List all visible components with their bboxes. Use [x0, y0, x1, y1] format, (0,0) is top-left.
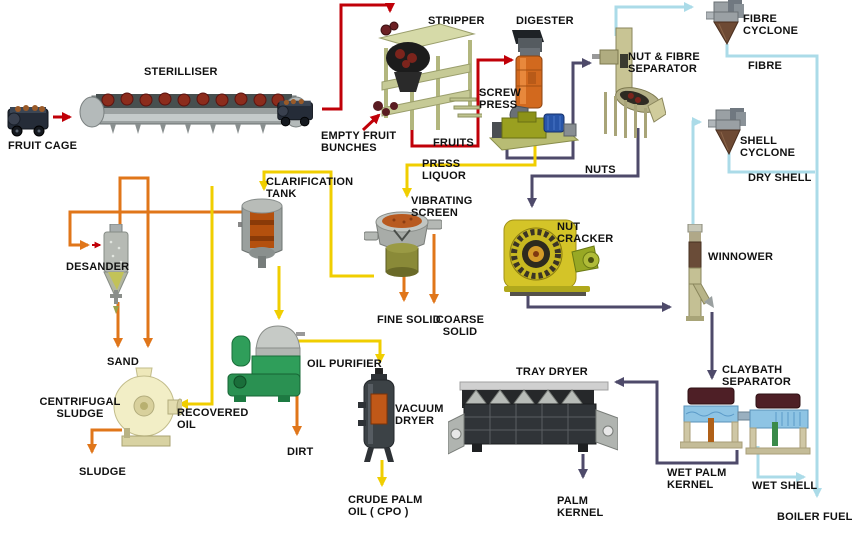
clarification-tank-graphic — [238, 198, 283, 268]
label-dirt: DIRT — [287, 446, 314, 458]
label-coarse-solid: COARSE SOLID — [435, 314, 485, 338]
vibrating-screen-graphic — [364, 211, 442, 277]
line-purifier-to-vacuum — [297, 339, 386, 365]
line-press-liquor — [401, 133, 537, 199]
label-boiler-fuel: BOILER FUEL — [777, 511, 853, 523]
label-dry-shell: DRY SHELL — [748, 172, 812, 184]
label-winnower: WINNOWER — [708, 251, 774, 263]
label-crude-palm-oil: CRUDE PALM OIL ( CPO ) — [348, 494, 423, 518]
line-steriliser-to-stripper — [322, 2, 396, 111]
label-fine-solid: FINE SOLID — [377, 314, 441, 326]
desander-graphic — [103, 224, 129, 314]
stripper-graphic — [373, 21, 482, 130]
nut-cracker-graphic — [503, 219, 600, 296]
line-winnower-to-shell-cyclone — [691, 116, 703, 226]
line-desander-to-centrifuge — [118, 176, 154, 349]
screw-press-graphic — [488, 111, 580, 151]
centrifugal-sludge-graphic — [113, 367, 182, 447]
line-recovered-oil — [177, 186, 214, 410]
label-screw-press: SCREW PRESS — [479, 87, 521, 111]
label-nut-fibre-separator: NUT & FIBRE SEPARATOR — [628, 51, 700, 75]
claybath-separator-graphic — [680, 387, 811, 455]
label-digester: DIGESTER — [516, 15, 574, 27]
line-nuts-to-cracker — [526, 128, 640, 209]
label-wet-shell: WET SHELL — [752, 480, 818, 492]
fibre-cyclone-graphic — [706, 0, 744, 46]
shell-cyclone-graphic — [708, 108, 746, 156]
label-nut-cracker: NUT CRACKER — [557, 221, 614, 245]
fruit-cage-2-graphic — [277, 98, 313, 127]
line-wet-shell — [756, 446, 807, 483]
nut-fibre-separator-graphic — [592, 27, 666, 138]
label-recovered-oil: RECOVERED OIL — [177, 407, 249, 431]
label-fruits: FRUITS — [433, 137, 474, 149]
label-nuts: NUTS — [585, 164, 616, 176]
label-press-liquor: PRESS LIQUOR — [422, 158, 466, 182]
label-shell-cyclone: SHELL CYCLONE — [740, 135, 796, 159]
label-steriliser: STERILLISER — [144, 66, 218, 78]
label-fruit-cage: FRUIT CAGE — [8, 140, 78, 152]
line-wet-palm-kernel — [613, 376, 739, 465]
line-sludge — [86, 428, 122, 455]
label-fibre: FIBRE — [748, 60, 782, 72]
vacuum-dryer-graphic — [358, 368, 395, 462]
line-press-to-separator — [505, 57, 593, 160]
line-tank-to-desander — [68, 210, 242, 251]
label-tray-dryer: TRAY DRYER — [516, 366, 588, 378]
tray-dryer-graphic — [448, 381, 618, 455]
line-fibre-to-boiler-fuel — [725, 44, 823, 499]
label-palm-kernel: PALM KERNEL — [557, 495, 604, 519]
label-vibrating-screen: VIBRATING SCREEN — [411, 195, 473, 219]
label-centrifugal-sludge: CENTRIFUGAL SLUDGE — [39, 396, 121, 420]
line-fruits-to-digester — [410, 54, 515, 148]
line-screen-to-tank — [258, 170, 374, 278]
label-desander: DESANDER — [66, 261, 130, 273]
label-wet-palm-kernel: WET PALM KERNEL — [667, 467, 727, 491]
label-oil-purifier: OIL PURIFIER — [307, 358, 382, 370]
label-vacuum-dryer: VACUUM DRYER — [395, 403, 444, 427]
label-stripper: STRIPPER — [428, 15, 485, 27]
fruit-cage-graphic — [7, 105, 49, 137]
label-fibre-cyclone: FIBRE CYCLONE — [743, 13, 799, 37]
line-dry-shell — [727, 152, 815, 174]
oil-purifier-graphic — [227, 325, 305, 402]
label-sand: SAND — [107, 356, 139, 368]
arrow-empty-fruit-bunches — [361, 113, 381, 132]
label-sludge: SLUDGE — [79, 466, 127, 478]
line-separator-to-fibre-cyclone — [614, 1, 695, 36]
label-claybath-separator: CLAYBATH SEPARATOR — [722, 364, 792, 388]
winnower-graphic — [686, 224, 714, 321]
label-empty-fruit-bunches: EMPTY FRUIT BUNCHES — [321, 130, 397, 154]
steriliser-graphic — [79, 92, 309, 134]
label-clarification-tank: CLARIFICATION TANK — [266, 176, 354, 200]
